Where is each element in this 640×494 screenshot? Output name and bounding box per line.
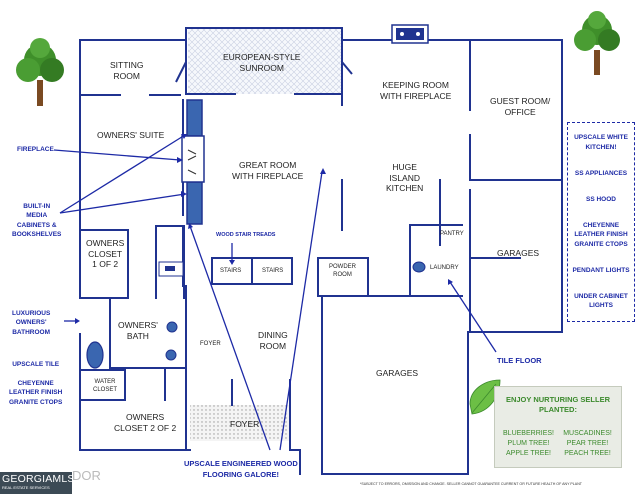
built-in-arrow-upper xyxy=(59,134,186,214)
powder-room-walls xyxy=(317,257,369,297)
room-garages-bottom: GARAGES xyxy=(376,368,419,378)
fireplace-icon xyxy=(181,135,205,183)
sunroom-floor xyxy=(188,28,342,94)
logo-main-text: GEORGIAMLS xyxy=(2,473,75,485)
callout-tile-floor: TILE FLOOR xyxy=(497,356,542,365)
plant-item: MUSCADINES! xyxy=(563,430,612,437)
kitchen-feature-item: SS APPLIANCES xyxy=(574,169,628,177)
flooring-arrow-right xyxy=(279,171,323,451)
water-closet-walls xyxy=(79,369,126,401)
bath-alcove-walls xyxy=(155,225,185,299)
fireplace-arrow xyxy=(53,149,181,161)
front-porch-floor xyxy=(190,405,290,441)
room-foyer: FOYER xyxy=(230,419,260,429)
sink-icon-2 xyxy=(165,349,177,361)
tree-icon xyxy=(16,38,64,106)
leaf-icon xyxy=(469,379,501,415)
kitchen-feature-item: PENDANT LIGHTS xyxy=(572,266,630,274)
room-guest-room: GUEST ROOM/OFFICE xyxy=(490,96,551,117)
room-garages-right: GARAGES xyxy=(497,248,540,258)
plant-item: APPLE TREE! xyxy=(505,450,551,457)
built-in-arrow-lower xyxy=(59,193,186,214)
room-laundry: LAUNDRY xyxy=(430,265,459,271)
flooring-arrow-left xyxy=(189,225,271,451)
callout-fireplace: FIREPLACE xyxy=(17,146,54,153)
cabinet-icon-lower xyxy=(186,181,203,225)
room-stairs-right: STAIRS xyxy=(262,268,284,274)
kitchen-feature-item: SS HOOD xyxy=(586,195,616,203)
logo-sub-text: REAL ESTATE SERVICES xyxy=(2,485,50,490)
plant-item: PEACH TREE! xyxy=(564,450,611,457)
sunroom-walls xyxy=(185,27,343,95)
outer-wall-bottom xyxy=(289,449,301,475)
disclaimer-footnote: *SUBJECT TO ERRORS, OMISSION AND CHANGE.… xyxy=(360,482,582,486)
plant-item: BLUEBERRIES! xyxy=(503,430,554,437)
closet-1-walls xyxy=(79,229,129,299)
logo-tail-text: DOR xyxy=(72,468,101,483)
tile-floor-arrow xyxy=(449,281,497,353)
laundry-sink-icon xyxy=(412,261,426,273)
georgiamls-logo: GEORGIAMLS REAL ESTATE SERVICES xyxy=(0,472,75,494)
outer-wall-left xyxy=(79,39,191,451)
room-stairs-left: STAIRS xyxy=(220,268,242,274)
plant-item: PLUM TREE! xyxy=(507,440,550,447)
walls xyxy=(79,27,563,475)
sunroom-corner-walls xyxy=(175,61,353,83)
bathtub-icon xyxy=(86,341,104,369)
stairs-walls xyxy=(211,257,293,285)
plant-item: PEAR TREE! xyxy=(566,440,609,447)
cooktop-icon xyxy=(391,24,429,44)
callout-wood-stair-treads: WOOD STAIR TREADS xyxy=(216,232,276,238)
room-foyer-small: FOYER xyxy=(200,341,221,347)
cabinet-icon xyxy=(186,99,203,137)
callout-arrows xyxy=(53,134,497,451)
room-owners-bath: OWNERS'BATH xyxy=(118,320,158,341)
room-pantry: PANTRY xyxy=(440,231,464,237)
promo-plant-list: BLUEBERRIES! MUSCADINES! PLUM TREE! PEAR… xyxy=(499,430,617,457)
tree-icon-right xyxy=(574,11,620,75)
garage-bottom-walls xyxy=(321,295,469,475)
bath-vanity-icon xyxy=(158,261,184,277)
room-owners-suite: OWNERS' SUITE xyxy=(97,130,165,140)
arrow-heads xyxy=(75,134,453,324)
pantry-laundry-walls xyxy=(409,224,463,297)
foyer-walls xyxy=(185,285,233,406)
sink-icon xyxy=(166,321,178,333)
